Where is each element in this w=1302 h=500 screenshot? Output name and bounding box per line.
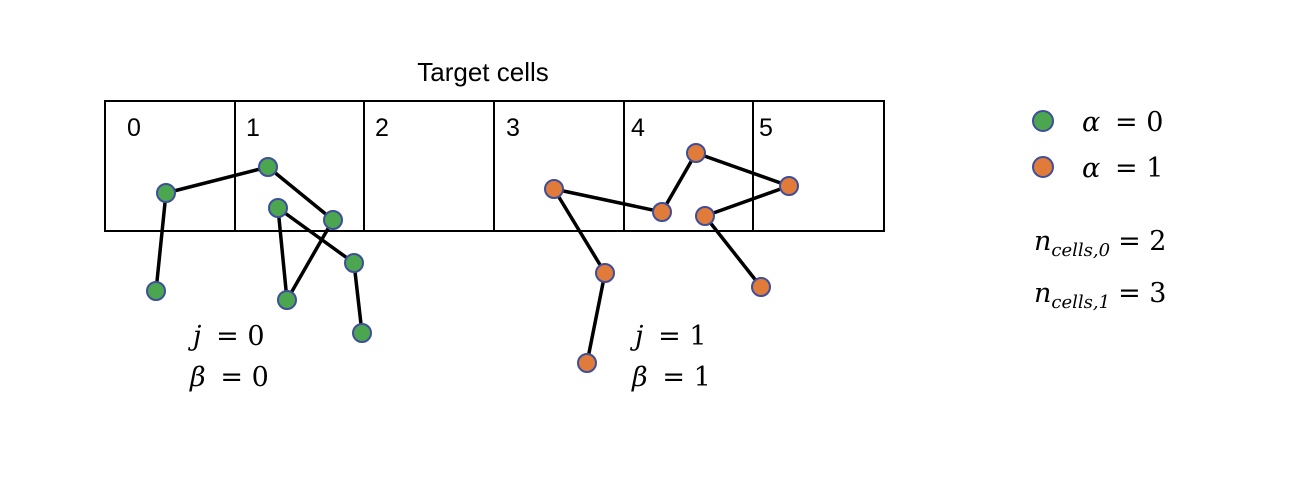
node-orange xyxy=(686,143,706,163)
node-green xyxy=(277,290,297,310)
edge xyxy=(703,214,763,289)
node-orange xyxy=(595,263,615,283)
node-orange xyxy=(779,176,799,196)
cell-label-3: 3 xyxy=(506,114,520,142)
target-cell-grid xyxy=(104,100,885,232)
node-green xyxy=(352,323,372,343)
svg-text:β = 0: β = 0 xyxy=(189,362,269,393)
legend-item-0: α = 0 xyxy=(1082,107,1163,138)
edge xyxy=(276,206,289,302)
diagram-title: Target cells xyxy=(417,57,549,87)
n-cells-0: ncells,0= 2 xyxy=(1034,226,1166,261)
edge xyxy=(703,184,791,218)
cell-label-2: 2 xyxy=(375,114,389,142)
edge xyxy=(552,187,607,275)
edge xyxy=(266,165,335,222)
green-nodes xyxy=(146,157,372,343)
group-label-1: j = 1 β = 1 xyxy=(630,321,711,393)
cell-label-1: 1 xyxy=(246,114,260,142)
node-green xyxy=(268,198,288,218)
svg-text:β = 1: β = 1 xyxy=(631,362,711,393)
node-green xyxy=(323,210,343,230)
beta-value: = 0 xyxy=(220,362,268,393)
edge xyxy=(154,191,168,293)
j-value: = 1 xyxy=(658,321,706,352)
svg-text:j = 0: j = 0 xyxy=(188,321,265,352)
edge xyxy=(352,261,364,335)
node-orange xyxy=(751,277,771,297)
orange-chain-edges xyxy=(552,151,791,365)
n-cells-1: ncells,1= 3 xyxy=(1034,278,1166,313)
node-green xyxy=(258,157,278,177)
cell-label-0: 0 xyxy=(127,114,141,142)
node-orange xyxy=(544,179,564,199)
edge xyxy=(585,271,607,365)
beta-value: = 1 xyxy=(662,362,710,393)
legend-marker-green xyxy=(1032,110,1054,132)
edge xyxy=(276,206,356,265)
j-symbol: j xyxy=(188,321,201,352)
legend-item-1: α = 1 xyxy=(1082,153,1163,184)
node-orange xyxy=(652,202,672,222)
cell-counts: ncells,0= 2 ncells,1= 3 xyxy=(1034,226,1166,313)
cell-label-4: 4 xyxy=(631,114,645,142)
node-green xyxy=(146,281,166,301)
group-label-0: j = 0 β = 0 xyxy=(188,321,269,393)
beta-symbol: β xyxy=(631,362,648,393)
green-chain-edges xyxy=(154,165,364,335)
j-symbol: j xyxy=(630,321,643,352)
legend-marker-orange xyxy=(1032,156,1054,178)
svg-text:j = 1: j = 1 xyxy=(630,321,707,352)
orange-nodes xyxy=(544,143,799,373)
edge xyxy=(694,151,791,188)
node-green xyxy=(156,183,176,203)
node-orange xyxy=(577,353,597,373)
beta-symbol: β xyxy=(189,362,206,393)
edge xyxy=(164,165,270,195)
edge xyxy=(285,218,335,302)
node-orange xyxy=(695,206,715,226)
node-green xyxy=(344,253,364,273)
cell-label-5: 5 xyxy=(759,114,773,142)
edge xyxy=(660,151,698,214)
legend: α = 0 α = 1 xyxy=(1032,107,1163,184)
edge xyxy=(552,187,664,214)
j-value: = 0 xyxy=(216,321,264,352)
